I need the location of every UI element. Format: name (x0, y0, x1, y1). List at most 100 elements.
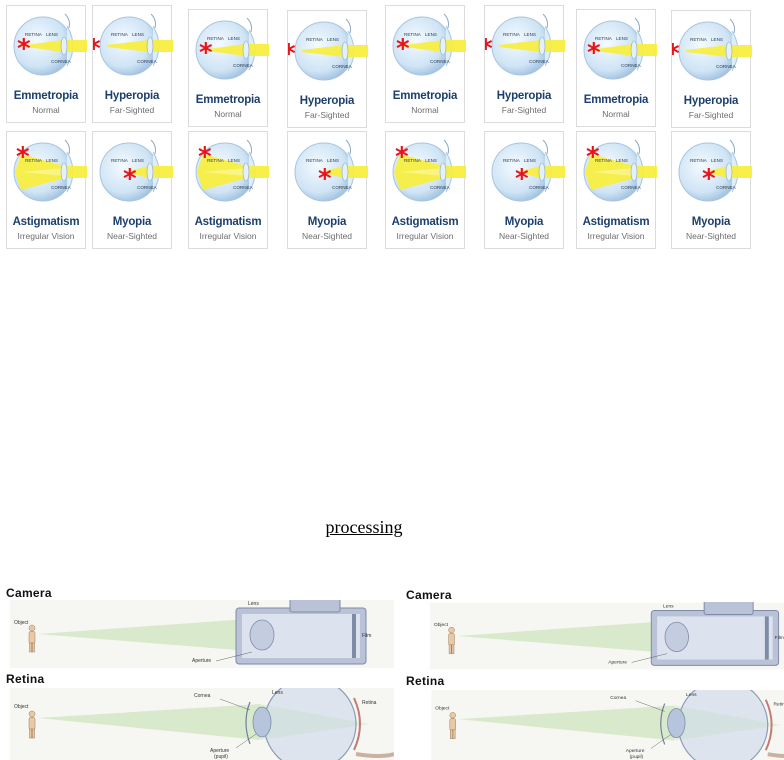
lens-label: LENS (46, 32, 58, 37)
condition-subtitle: Normal (214, 109, 242, 119)
person-icon (448, 626, 455, 654)
cornea-label: CORNEA (233, 63, 254, 68)
lens-label: LENS (228, 36, 240, 41)
retina-label: RETINA (306, 37, 324, 42)
retina-label: RETINA (503, 32, 521, 37)
condition-subtitle: Far-Sighted (688, 110, 734, 120)
retina-label: RETINA (503, 158, 521, 163)
cornea-label: CORNEA (137, 185, 158, 190)
condition-subtitle: Near-Sighted (685, 231, 737, 241)
condition-name: Emmetropia (583, 94, 649, 106)
condition-subtitle: Irregular Vision (396, 231, 454, 241)
focus-asterisk-icon: * (318, 164, 332, 194)
cornea-label: CORNEA (51, 185, 72, 190)
retina-illustration: Object Cornea Lens Retina Aperture (pupi… (431, 690, 784, 760)
condition-name: Astigmatism (582, 216, 650, 228)
cornea-label: CORNEA (137, 59, 158, 64)
cornea-label: CORNEA (51, 59, 72, 64)
condition-name: Hyperopia (299, 95, 355, 107)
person-icon (28, 624, 36, 653)
condition-name: Emmetropia (195, 94, 261, 106)
cornea-label: CORNEA (621, 185, 642, 190)
condition-name: Hyperopia (683, 95, 739, 107)
condition-subtitle: Normal (602, 109, 630, 119)
condition-name: Emmetropia (13, 90, 79, 102)
retina-label: RETINA (595, 36, 613, 41)
retina-title: Retina (406, 674, 445, 688)
focus-asterisk-icon: * (16, 142, 30, 172)
aperture-label: Aperture (608, 659, 627, 665)
lens-label: LENS (524, 158, 536, 163)
person-icon (449, 712, 456, 739)
film-label: Film (775, 635, 784, 641)
condition-subtitle: Irregular Vision (587, 231, 645, 241)
condition-subtitle: Far-Sighted (501, 105, 547, 115)
camera-illustration: Object Lens Film Aperture (10, 600, 394, 668)
condition-subtitle: Near-Sighted (301, 231, 353, 241)
focus-asterisk-icon: * (199, 38, 213, 68)
condition-subtitle: Irregular Vision (199, 231, 257, 241)
camera-title: Camera (6, 586, 52, 600)
condition-subtitle: Irregular Vision (17, 231, 75, 241)
lens-label: Lens (663, 604, 674, 610)
focus-asterisk-icon: * (395, 142, 409, 172)
condition-subtitle: Far-Sighted (304, 110, 350, 120)
condition-name: Hyperopia (496, 90, 552, 102)
lens-label: Lens (272, 690, 283, 696)
condition-name: Myopia (691, 216, 731, 228)
condition-name: Myopia (112, 216, 152, 228)
cornea-label: CORNEA (233, 185, 254, 190)
condition-subtitle: Normal (411, 105, 439, 115)
condition-name: Astigmatism (12, 216, 80, 228)
retina-label: RETINA (595, 158, 613, 163)
cornea-label: CORNEA (332, 64, 353, 69)
focus-asterisk-icon: * (93, 34, 101, 64)
lens-label: LENS (228, 158, 240, 163)
focus-asterisk-icon: * (485, 34, 493, 64)
pupil-label: (pupil) (630, 754, 644, 760)
cornea-label: Cornea (610, 695, 626, 701)
retina-label: RETINA (404, 32, 422, 37)
aperture-label: Aperture (192, 658, 211, 664)
lens-label: LENS (711, 158, 723, 163)
cornea-label: Cornea (194, 693, 211, 699)
condition-name: Myopia (307, 216, 347, 228)
lens-label: Lens (686, 692, 697, 698)
lens-label: LENS (425, 158, 437, 163)
focus-asterisk-icon: * (515, 164, 529, 194)
retina-label: RETINA (111, 158, 129, 163)
lens-label: LENS (616, 36, 628, 41)
cornea-label: CORNEA (716, 64, 737, 69)
retina-title: Retina (6, 672, 45, 686)
retina-label: RETINA (207, 158, 225, 163)
lens-label: LENS (132, 158, 144, 163)
cornea-label: CORNEA (621, 63, 642, 68)
focus-asterisk-icon: * (586, 142, 600, 172)
condition-name: Hyperopia (104, 90, 160, 102)
aperture-label: Aperture (210, 748, 229, 754)
retina-label: RETINA (207, 36, 225, 41)
lens-label: LENS (711, 37, 723, 42)
focus-asterisk-icon: * (587, 38, 601, 68)
lens-label: LENS (524, 32, 536, 37)
film-label: Film (362, 633, 371, 639)
focus-asterisk-icon: * (396, 34, 410, 64)
retina-label: Retina (774, 702, 784, 708)
cornea-label: CORNEA (716, 185, 737, 190)
